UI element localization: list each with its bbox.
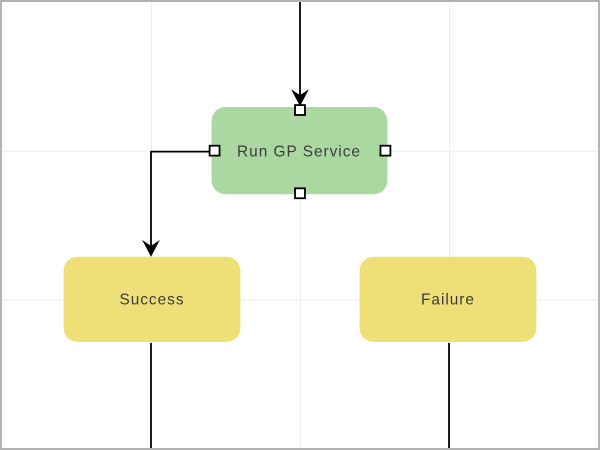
- node-label: Failure: [421, 291, 475, 308]
- node-label: Success: [119, 291, 184, 308]
- node-shape[interactable]: [211, 107, 388, 195]
- arrowhead-down-icon: [142, 239, 160, 257]
- node-shape[interactable]: [359, 256, 537, 342]
- connection-handle-left[interactable]: [208, 144, 221, 157]
- arrowhead-down-icon: [291, 89, 309, 107]
- node-success[interactable]: Success: [63, 256, 241, 342]
- connection-handle-right[interactable]: [379, 144, 392, 157]
- connector-run-gp-service-to-success[interactable]: [142, 150, 213, 257]
- connector-line[interactable]: [150, 150, 213, 246]
- node-run-gp-service[interactable]: Run GP Service: [211, 107, 388, 195]
- connection-handle-bottom[interactable]: [294, 187, 306, 200]
- node-label: Run GP Service: [237, 144, 361, 161]
- node-failure[interactable]: Failure: [359, 256, 537, 342]
- connection-handle-top[interactable]: [294, 104, 306, 116]
- connector-into-run-gp-service[interactable]: [291, 2, 309, 107]
- selection-handles: [208, 104, 392, 200]
- node-shape[interactable]: [63, 256, 241, 342]
